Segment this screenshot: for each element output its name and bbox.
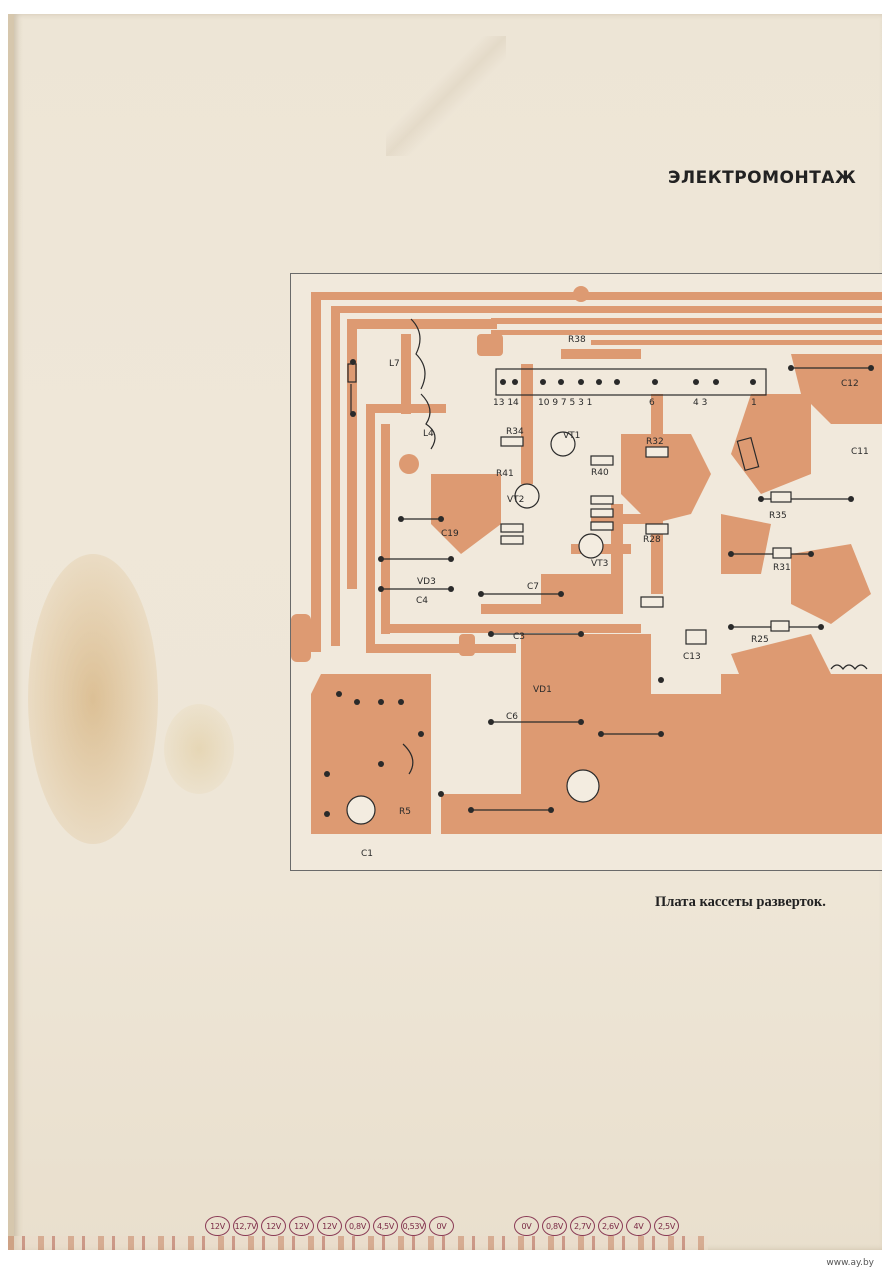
voltage-badge: 2,6V bbox=[598, 1216, 623, 1236]
label-r34: R34 bbox=[506, 427, 524, 437]
label-r40: R40 bbox=[591, 468, 609, 478]
label-r38: R38 bbox=[568, 335, 586, 345]
label-pins-mid: 10 9 7 5 3 1 bbox=[538, 398, 592, 408]
voltage-badge: 12V bbox=[205, 1216, 230, 1236]
voltage-badge: 4V bbox=[626, 1216, 651, 1236]
voltage-badges-left: 12V 12,7V 12V 12V 12V 0,8V 4,5V 0,53V 0V bbox=[205, 1216, 454, 1244]
watermark-text: www.ay.by bbox=[826, 1258, 874, 1268]
solder-pads bbox=[324, 359, 874, 817]
voltage-badge: 12,7V bbox=[233, 1216, 258, 1236]
label-r28: R28 bbox=[643, 535, 661, 545]
label-vd1: VD1 bbox=[533, 685, 552, 695]
voltage-badge: 0,8V bbox=[345, 1216, 370, 1236]
pcb-figure: 13 14 10 9 7 5 3 1 6 4 3 1 C12 C11 C19 C… bbox=[290, 273, 882, 871]
label-r5: R5 bbox=[399, 807, 411, 817]
label-c1: C1 bbox=[361, 849, 373, 859]
pcb-layout-drawing: 13 14 10 9 7 5 3 1 6 4 3 1 C12 C11 C19 C… bbox=[291, 286, 882, 859]
label-pin-1: 1 bbox=[751, 398, 757, 408]
page-title: ЭЛЕКТРОМОНТАЖ bbox=[668, 168, 857, 188]
label-c7: C7 bbox=[527, 582, 539, 592]
label-l7: L7 bbox=[389, 359, 400, 369]
voltage-badge: 12V bbox=[317, 1216, 342, 1236]
label-c13: C13 bbox=[683, 652, 701, 662]
label-c19: C19 bbox=[441, 529, 459, 539]
label-vt3: VT3 bbox=[591, 559, 608, 569]
voltage-badge: 12V bbox=[289, 1216, 314, 1236]
label-c11: C11 bbox=[851, 447, 869, 457]
water-stain bbox=[28, 554, 158, 844]
component-labels: 13 14 10 9 7 5 3 1 6 4 3 1 C12 C11 C19 C… bbox=[361, 335, 869, 859]
label-vt1: VT1 bbox=[563, 431, 580, 441]
label-pins-left: 13 14 bbox=[493, 398, 519, 408]
label-r25: R25 bbox=[751, 635, 769, 645]
component-outlines bbox=[346, 318, 871, 825]
figure-caption: Плата кассеты разверток. bbox=[655, 894, 826, 910]
voltage-badges-right: 0V 0,8V 2,7V 2,6V 4V 2,5V bbox=[514, 1216, 679, 1244]
copper-traces bbox=[291, 286, 882, 834]
label-c4: C4 bbox=[416, 596, 428, 606]
label-l4: L4 bbox=[423, 429, 434, 439]
next-page-edge bbox=[8, 1236, 708, 1250]
voltage-badge: 2,5V bbox=[654, 1216, 679, 1236]
label-pin-6: 6 bbox=[649, 398, 655, 408]
voltage-badge: 0,8V bbox=[542, 1216, 567, 1236]
label-c12: C12 bbox=[841, 379, 859, 389]
label-r41: R41 bbox=[496, 469, 514, 479]
label-c6: C6 bbox=[506, 712, 518, 722]
label-r32: R32 bbox=[646, 437, 664, 447]
page-fold-crease bbox=[386, 36, 506, 156]
label-vd3: VD3 bbox=[417, 577, 436, 587]
voltage-badge: 0V bbox=[429, 1216, 454, 1236]
label-r35: R35 bbox=[769, 511, 787, 521]
water-stain-small bbox=[164, 704, 234, 794]
voltage-badge: 2,7V bbox=[570, 1216, 595, 1236]
voltage-badge: 12V bbox=[261, 1216, 286, 1236]
label-pins-right: 4 3 bbox=[693, 398, 707, 408]
label-vt2: VT2 bbox=[507, 495, 524, 505]
voltage-badge: 0V bbox=[514, 1216, 539, 1236]
voltage-badge: 0,53V bbox=[401, 1216, 426, 1236]
voltage-badge: 4,5V bbox=[373, 1216, 398, 1236]
label-c3: C3 bbox=[513, 632, 525, 642]
label-r31: R31 bbox=[773, 563, 791, 573]
